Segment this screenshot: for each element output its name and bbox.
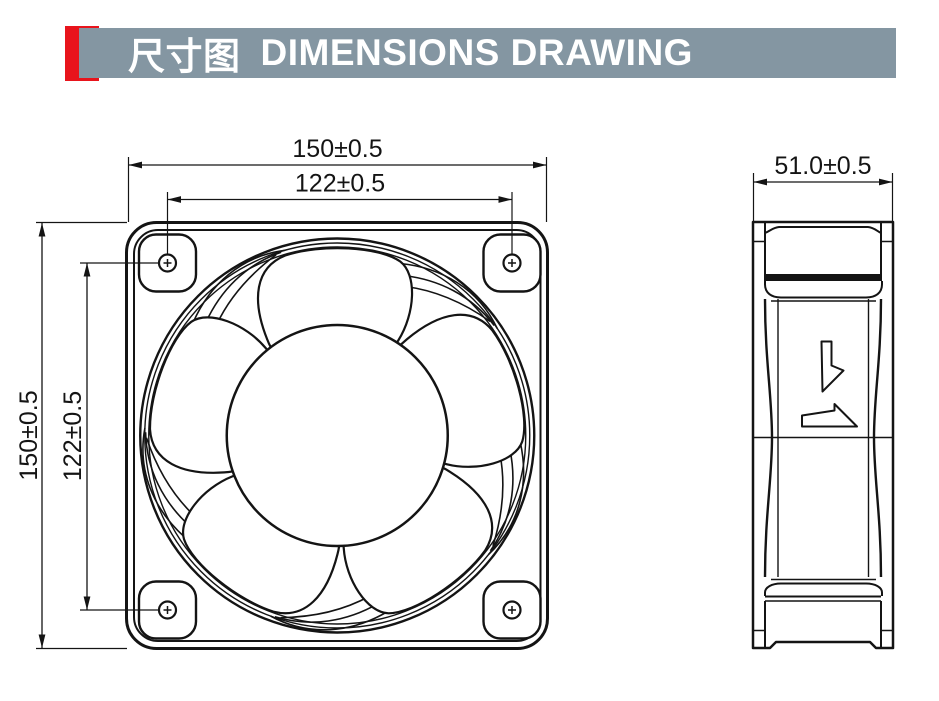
hole-center-mark [163,259,172,267]
hole-center-mark [508,606,516,614]
front-view-dimensions: 150±0.5 122±0.5 150±0.5 122±0.5 [15,135,548,650]
fan-front-view [105,221,552,670]
side-impeller-dish-top [764,281,883,299]
fan-side-view [751,220,895,650]
venturi-ring-inner [148,246,527,625]
mounting-corners [137,233,542,640]
airflow-direction-icon [820,340,845,393]
dimension-outer-height: 150±0.5 [15,221,127,650]
dimension-label-hole-pitch-horizontal: 122±0.5 [295,170,385,198]
header-banner [79,28,896,78]
hole-center-mark [508,259,516,267]
dimension-outer-width: 150±0.5 [127,135,548,222]
side-impeller-band-top [765,274,881,281]
page-title-zh: 尺寸图 [128,36,241,77]
fan-hub [225,323,449,548]
front-inner-frame [133,229,542,642]
mounting-corner [482,233,542,293]
page-title-en: DIMENSIONS DRAWING [260,32,693,73]
side-outer-profile [751,220,895,650]
side-view-dimensions: 51.0±0.5 [752,152,894,221]
dimension-label-outer-height: 150±0.5 [15,390,43,480]
side-flange-walls-top [764,222,882,281]
dimension-label-outer-width: 150±0.5 [292,135,382,163]
fan-impeller [105,229,552,670]
side-impeller-dish-bottom [764,582,883,596]
dimension-label-hole-pitch-vertical: 122±0.5 [59,391,87,481]
dimension-depth: 51.0±0.5 [752,152,894,221]
extension-lines [36,221,127,650]
hole-center-mark [163,606,172,614]
dimension-label-depth: 51.0±0.5 [774,152,871,180]
mounting-corner [482,580,542,640]
rotation-direction-icon [801,403,858,428]
extension-lines [127,157,548,222]
extension-lines [166,192,513,254]
extension-lines [80,262,159,611]
dimension-hole-pitch-horizontal: 122±0.5 [166,170,513,254]
venturi-ring-outer [139,237,536,634]
side-inlet-ring-top [764,226,882,234]
page-title: 尺寸图 DIMENSIONS DRAWING [128,28,693,78]
venturi-ring-middle [144,242,531,629]
mounting-corner [137,233,198,293]
dimension-hole-pitch-vertical: 122±0.5 [59,262,159,611]
side-flange-walls-bottom [764,601,882,647]
extension-lines [752,173,894,221]
